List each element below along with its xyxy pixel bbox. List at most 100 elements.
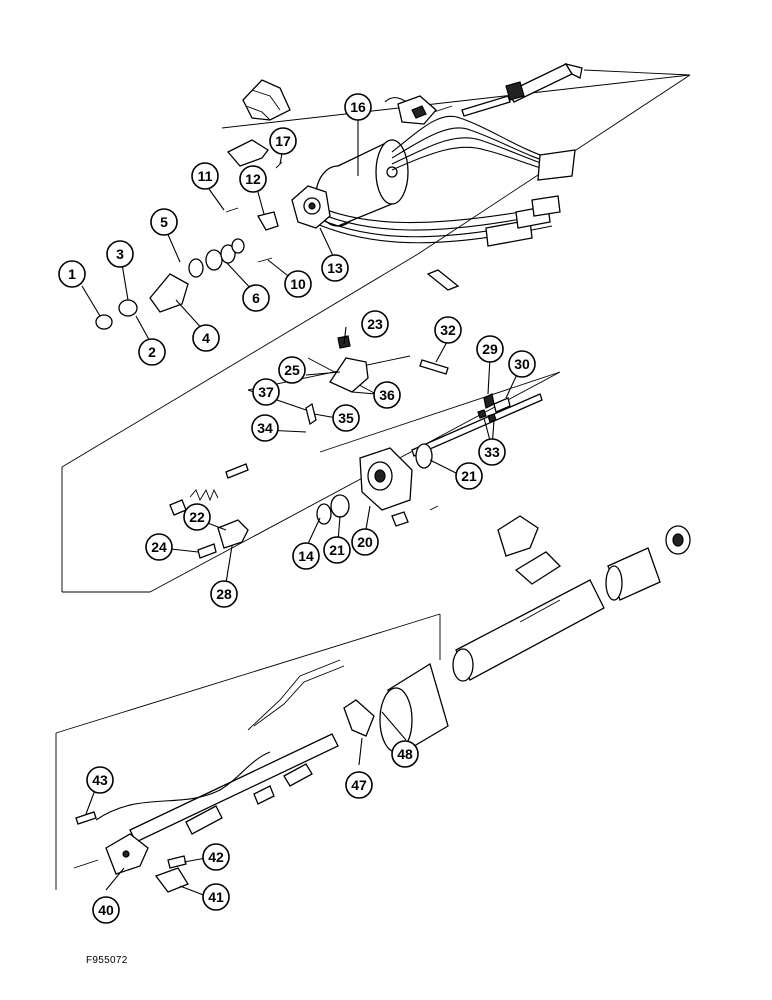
lower-jacket [452,579,605,682]
svg-text:36: 36 [379,387,395,403]
callout-14: 14 [292,542,320,570]
svg-text:29: 29 [482,341,498,357]
svg-text:21: 21 [461,468,477,484]
svg-text:47: 47 [351,777,367,793]
callout-37: 37 [252,378,280,406]
lock-housing-cover [242,79,291,121]
svg-text:32: 32 [440,322,456,338]
support-housing [359,447,413,511]
svg-text:11: 11 [198,168,213,184]
upper-switch-actuator [397,95,453,125]
housing-bolt [391,505,439,527]
callout-32: 32 [434,316,462,344]
svg-text:5: 5 [160,214,168,230]
svg-text:17: 17 [275,133,291,149]
svg-text:41: 41 [208,889,224,905]
svg-text:43: 43 [92,772,108,788]
svg-text:21: 21 [329,542,345,558]
svg-text:28: 28 [216,586,232,602]
svg-text:24: 24 [151,539,167,555]
svg-text:33: 33 [484,444,500,460]
bracket-screw [167,855,187,869]
callout-4: 4 [192,324,220,352]
callout-16: 16 [344,93,372,121]
svg-text:23: 23 [367,316,383,332]
svg-text:20: 20 [357,534,373,550]
svg-text:14: 14 [298,548,314,564]
svg-text:22: 22 [189,509,205,525]
bearing-race-upper [415,443,433,469]
callout-47: 47 [345,771,373,799]
svg-text:30: 30 [514,356,530,372]
callout-bubbles: 1 2 3 4 5 6 10 11 12 13 14 [58,93,536,924]
lower-cable [95,751,271,821]
switch-pin [461,95,511,117]
lower-steering-shaft [129,733,339,843]
svg-text:2: 2 [148,344,156,360]
lower-bearing [665,525,691,555]
svg-text:1: 1 [68,266,76,282]
callout-35: 35 [332,404,360,432]
callout-23: 23 [361,310,389,338]
callout-6: 6 [242,284,270,312]
svg-text:12: 12 [245,171,261,187]
turn-signal-switch-cylinder [315,138,409,227]
svg-text:4: 4 [202,330,210,346]
callout-10: 10 [284,270,312,298]
callout-22: 22 [183,503,211,531]
figure-code: F955072 [86,955,128,966]
svg-text:48: 48 [397,746,413,762]
callout-13: 13 [321,254,349,282]
pivot-bolt-24 [197,543,217,559]
lock-plate-cover [291,185,331,229]
shift-lever-gate [343,699,375,737]
callout-34: 34 [251,414,279,442]
mounting-clip [154,867,189,893]
svg-text:40: 40 [98,902,114,918]
svg-text:37: 37 [258,384,274,400]
callout-24: 24 [145,533,173,561]
callout-25: 25 [278,356,306,384]
shift-bowl [379,662,449,753]
callout-11: 11 [191,162,219,190]
pivot-pin-right [426,269,460,291]
callout-41: 41 [202,883,230,911]
callout-17: 17 [269,127,297,155]
svg-text:34: 34 [257,420,273,436]
svg-text:16: 16 [350,99,366,115]
callout-21-upper: 21 [455,462,483,490]
callout-43: 43 [86,766,114,794]
jacket-sleeve [605,547,661,601]
harness-connectors [485,149,576,247]
svg-text:42: 42 [208,849,224,865]
callout-5: 5 [150,208,178,236]
callout-48: 48 [391,740,419,768]
callout-33: 33 [478,438,506,466]
svg-text:35: 35 [338,410,354,426]
callout-28: 28 [210,580,238,608]
callout-29: 29 [476,335,504,363]
shaft-pin-32 [419,359,449,375]
svg-text:25: 25 [284,362,300,378]
bearing-race-lower [316,494,350,525]
callout-12: 12 [239,165,267,193]
callout-30: 30 [508,350,536,378]
shift-lever-bracket [105,833,149,875]
shift-tube-link [253,763,313,805]
pivot-pin-center [305,402,317,426]
small-screws-top [225,161,283,263]
svg-text:10: 10 [290,276,306,292]
callout-36: 36 [373,381,401,409]
callout-40: 40 [92,896,120,924]
svg-text:3: 3 [116,246,124,262]
shift-rod [247,659,345,731]
jacket-bracket [497,515,562,585]
tilt-release-lever [505,62,583,103]
release-lever-pins [477,393,511,423]
pivot-pin-43 [73,811,99,869]
tilt-lever-bracket [329,335,369,393]
mid-shaft [411,393,543,457]
lock-bolt-spring-rod [169,463,249,516]
